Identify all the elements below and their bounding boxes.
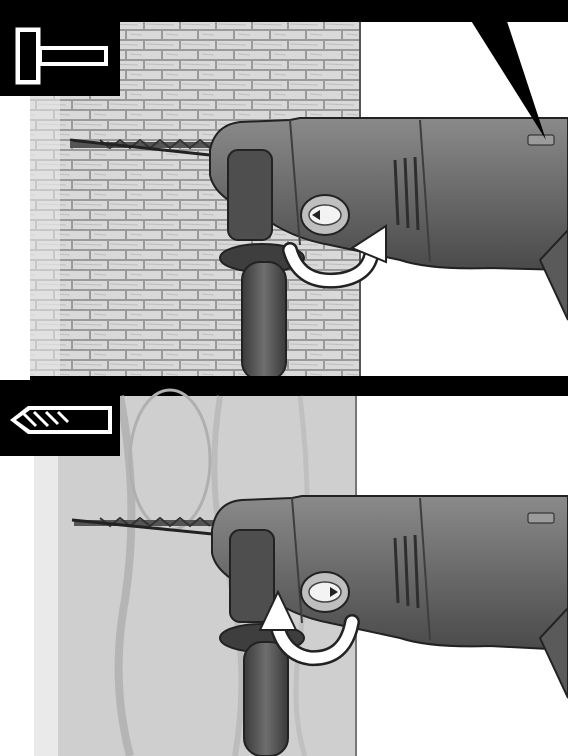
hammer-mode-illustration <box>0 0 568 380</box>
mode-selector-switch <box>301 572 349 612</box>
drill-mode-illustration <box>0 380 568 756</box>
drill-bit-icon <box>10 406 112 434</box>
drill-mode-indicator <box>0 380 120 456</box>
mode-selector-switch <box>301 195 349 235</box>
hammer-mode-indicator <box>0 0 120 96</box>
panel-drill-mode <box>0 380 568 756</box>
panel-hammer-mode <box>0 0 568 380</box>
